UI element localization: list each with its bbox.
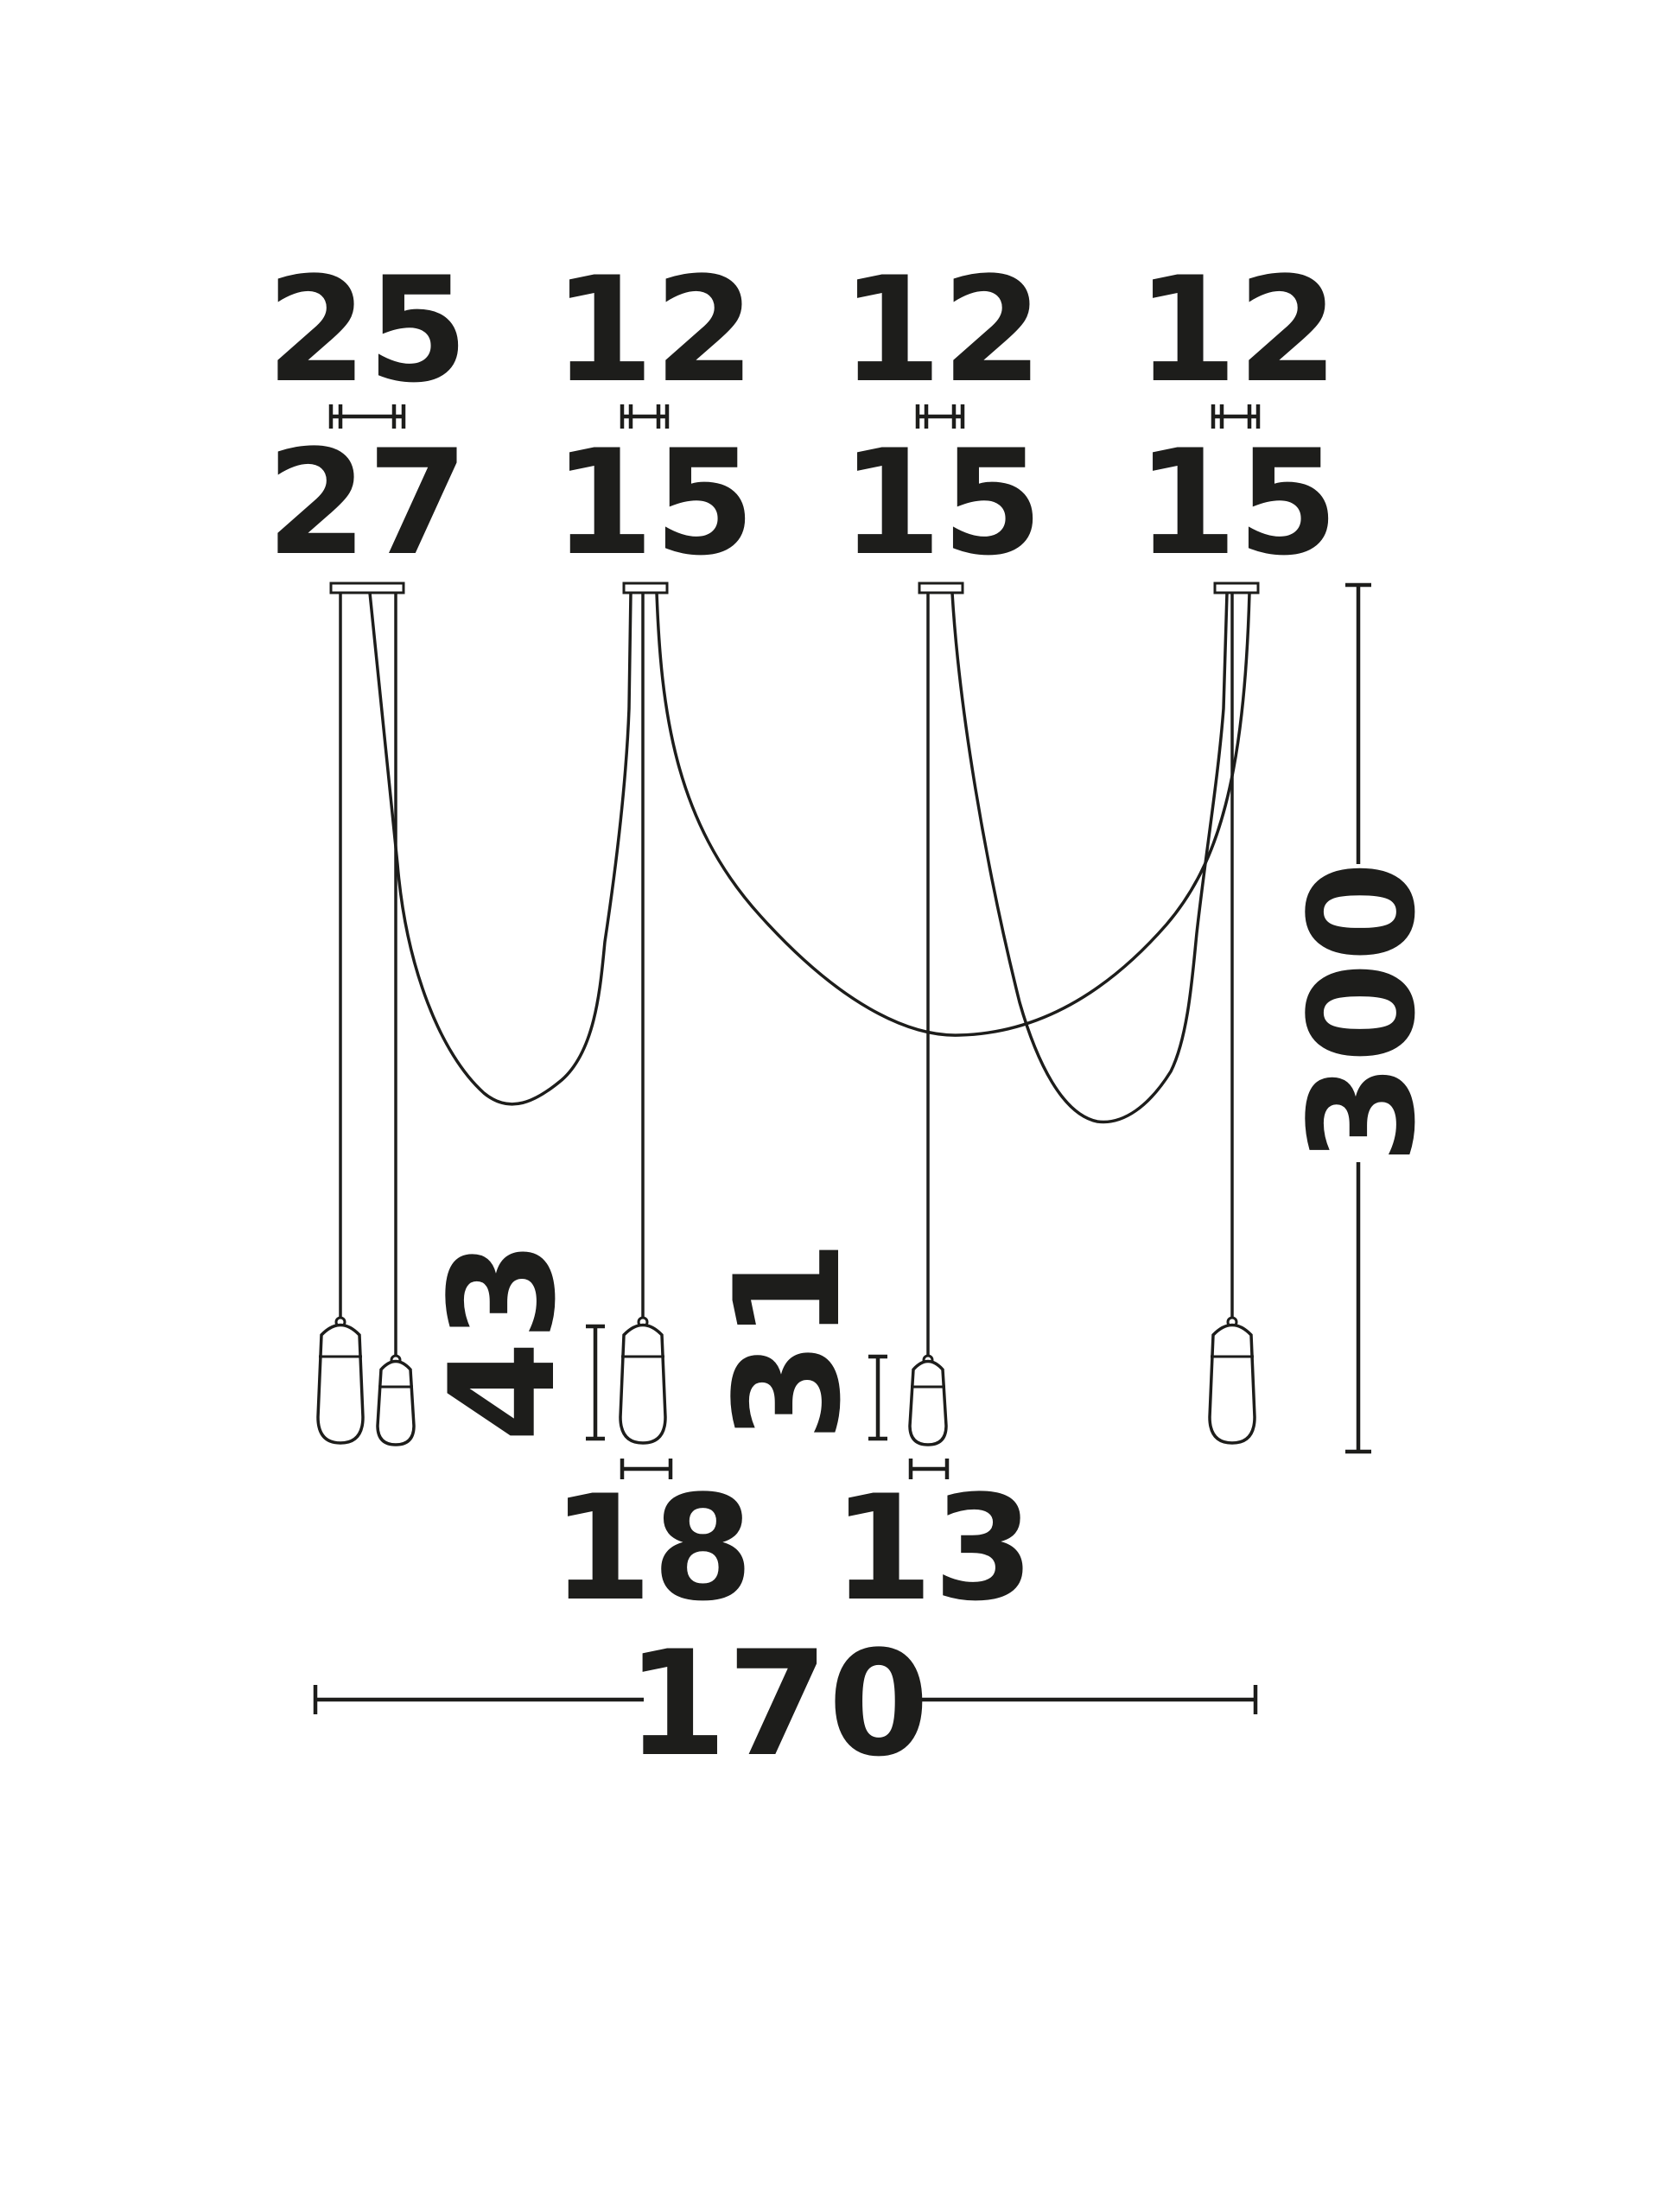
large-shade-height-marker (586, 1324, 605, 1441)
canopy-3 (918, 582, 964, 594)
canopy-4-dim-marker (1211, 404, 1261, 429)
canopy-3-dimension: 12 15 (841, 245, 1043, 588)
lamp-2-small (376, 1354, 416, 1446)
large-shade-width-label: 18 (551, 1464, 753, 1633)
canopy-2 (622, 582, 669, 594)
pendant-cords (339, 592, 1251, 1357)
small-shade-height-label: 31 (703, 1240, 873, 1442)
canopy-2-dim-marker (620, 404, 670, 429)
large-shade-height-label: 43 (418, 1240, 588, 1442)
canopy-2-top-label: 12 (553, 245, 755, 415)
lamp-1-large (316, 1316, 365, 1445)
canopy-1-bottom-label: 27 (266, 418, 468, 588)
canopy-3-top-label: 12 (841, 245, 1043, 415)
canopy-4-dimension: 12 15 (1136, 245, 1338, 588)
small-shade-width-label: 13 (832, 1464, 1034, 1633)
canopy-1-dimension: 25 27 (266, 245, 468, 588)
canopy-2-bottom-label: 15 (553, 418, 755, 588)
canopy-4-top-label: 12 (1136, 245, 1338, 415)
overall-height-label: 300 (1278, 861, 1447, 1165)
lamp-3-large (619, 1316, 667, 1445)
overall-height-dimension: 300 (1278, 582, 1447, 1454)
canopy-1 (329, 582, 405, 594)
large-shade-dimensions: 43 18 (418, 1240, 753, 1633)
lamp-5-large (1208, 1316, 1256, 1445)
lamp-4-small (908, 1354, 948, 1446)
canopy-3-bottom-label: 15 (841, 418, 1043, 588)
overall-width-dimension: 170 (313, 1619, 1258, 1789)
canopy-3-dim-marker (915, 404, 965, 429)
canopy-1-top-label: 25 (266, 245, 468, 415)
small-shade-width-marker (908, 1459, 950, 1479)
canopy-1-dim-marker (328, 404, 406, 429)
small-shade-height-marker (868, 1354, 887, 1441)
small-shade-dimensions: 31 13 (703, 1240, 1034, 1633)
overall-width-label: 170 (626, 1619, 930, 1789)
canopy-4 (1213, 582, 1260, 594)
canopy-4-bottom-label: 15 (1136, 418, 1338, 588)
canopy-2-dimension: 12 15 (553, 245, 755, 588)
large-shade-width-marker (620, 1459, 673, 1479)
